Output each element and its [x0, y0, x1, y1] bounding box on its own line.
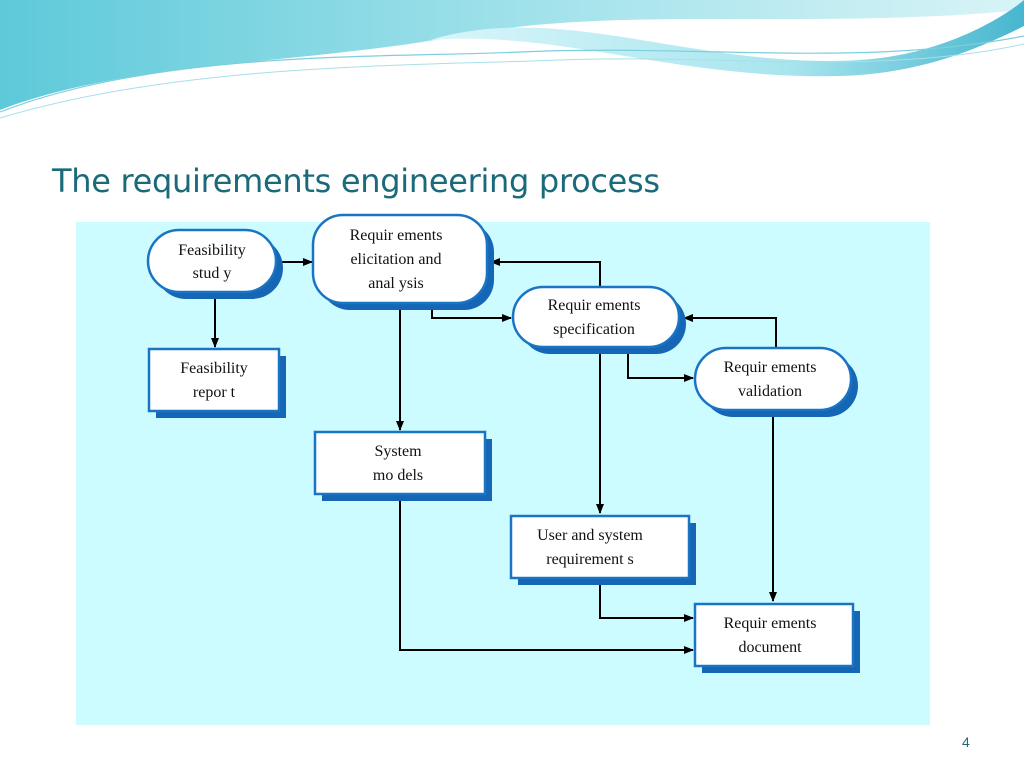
node-text-line: Requir ements	[548, 297, 641, 314]
node-text-line: anal ysis	[368, 275, 424, 292]
node-text-line: requirement s	[546, 551, 634, 568]
node-box	[146, 228, 278, 294]
node-box	[509, 514, 691, 580]
document-requirements-document: Requir ements document	[693, 602, 860, 673]
node-text-line: elicitation and	[350, 251, 441, 268]
process-requirements-specification: Requir ements specification	[511, 285, 686, 354]
node-text-line: repor t	[193, 384, 236, 401]
process-requirements-elicitation: Requir ements elicitation and anal ysis	[311, 213, 494, 310]
node-text-line: User and system	[537, 527, 643, 544]
node-text-line: mo dels	[373, 467, 423, 484]
node-text-line: document	[738, 639, 802, 656]
slide-title: The requirements engineering process	[52, 162, 660, 200]
node-text-line: specification	[553, 321, 635, 338]
node-box	[313, 430, 487, 496]
node-box	[511, 285, 681, 349]
page-number: 4	[962, 734, 970, 750]
node-text-line: stud y	[193, 265, 232, 282]
document-user-system-requirements: User and system requirement s	[509, 514, 696, 585]
node-box	[311, 213, 489, 305]
node-box	[693, 602, 855, 668]
document-feasibility-report: Feasibility repor t	[147, 347, 286, 418]
flow-specification-to-validation	[627, 348, 694, 382]
process-requirements-validation: Requir ements validation	[693, 346, 858, 417]
node-text-line: Requir ements	[724, 359, 817, 376]
flow-validation-to-specification	[683, 314, 777, 348]
header-wave-decoration	[0, 0, 1024, 119]
node-text-line: System	[374, 443, 422, 460]
node-box	[147, 347, 281, 413]
document-system-models: System mo dels	[313, 430, 492, 501]
connectors	[211, 258, 777, 654]
flow-user-system-requirements-to-document	[599, 578, 694, 622]
node-text-line: validation	[738, 383, 802, 400]
flow-system-models-to-document	[399, 493, 694, 654]
flow-specification-to-elicitation	[490, 258, 601, 288]
node-text-line: Feasibility	[178, 242, 246, 259]
process-feasibility-study: Feasibility stud y	[146, 228, 283, 299]
node-text-line: Requir ements	[350, 227, 443, 244]
node-text-line: Feasibility	[180, 360, 248, 377]
node-box	[693, 346, 853, 412]
node-text-line: Requir ements	[724, 615, 817, 632]
